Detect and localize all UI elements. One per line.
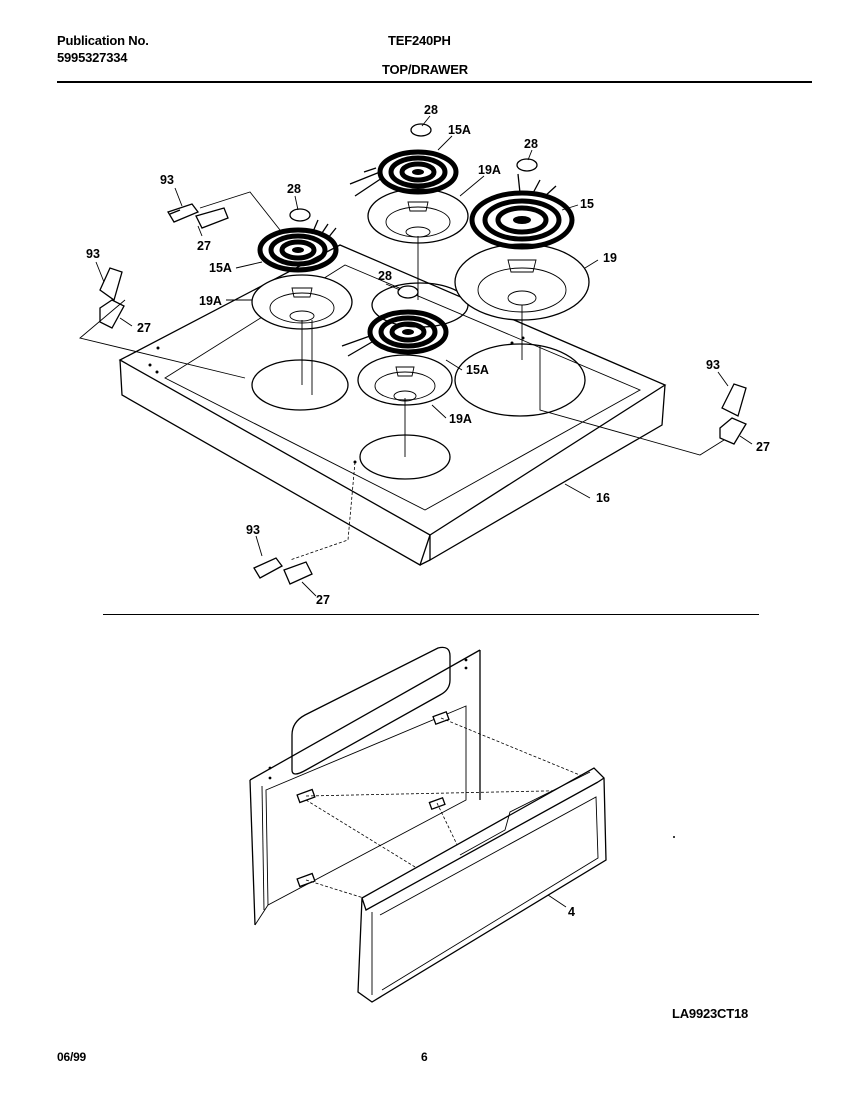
- label-15A-b: 15A: [209, 261, 232, 275]
- drawer-front: [357, 767, 607, 1003]
- page-number: 6: [421, 1050, 428, 1064]
- label-19A-a: 19A: [478, 163, 501, 177]
- label-19A-b: 19A: [199, 294, 222, 308]
- label-15: 15: [580, 197, 594, 211]
- surface-element-large: [469, 173, 575, 250]
- label-27-a: 27: [197, 239, 211, 253]
- label-16: 16: [596, 491, 610, 505]
- label-93-b: 93: [86, 247, 100, 261]
- drip-bowl-left: [251, 274, 353, 330]
- drawing-code: LA9923CT18: [672, 1006, 749, 1021]
- section-title: TOP/DRAWER: [382, 62, 468, 77]
- label-15A-c: 15A: [466, 363, 489, 377]
- wiring-lines: [79, 191, 725, 561]
- label-19A-c: 19A: [449, 412, 472, 426]
- label-27-b: 27: [137, 321, 151, 335]
- receptacle-left-side: [99, 267, 125, 329]
- label-27-c: 27: [756, 440, 770, 454]
- drip-bowl-front: [357, 354, 453, 406]
- top-part-labels: 28 15A 28 19A 15 93 28 27 15A 19 93 28 1…: [86, 103, 770, 607]
- receptacle-left-top: [167, 203, 229, 229]
- label-19: 19: [603, 251, 617, 265]
- leader-lines: [95, 115, 753, 597]
- receptacle-right: [719, 383, 747, 445]
- label-28-c: 28: [287, 182, 301, 196]
- drawer-dashed-guides: [305, 717, 593, 901]
- label-4: 4: [568, 905, 575, 919]
- label-93-c: 93: [706, 358, 720, 372]
- label-28-d: 28: [378, 269, 392, 283]
- model-number: TEF240PH: [388, 33, 451, 48]
- header-rule: [57, 81, 812, 83]
- label-93-a: 93: [160, 173, 174, 187]
- drip-bowl-rear: [367, 188, 469, 244]
- label-28-a: 28: [424, 103, 438, 117]
- surface-element-front: [341, 309, 449, 357]
- label-28-b: 28: [524, 137, 538, 151]
- footer-date: 06/99: [57, 1050, 87, 1064]
- label-15A-a: 15A: [448, 123, 471, 137]
- section-separator: [103, 614, 759, 615]
- label-27-d: 27: [316, 593, 330, 607]
- surface-element-left: [257, 219, 339, 273]
- label-93-d: 93: [246, 523, 260, 537]
- receptacle-bottom: [253, 557, 313, 585]
- publication-number: 5995327334: [57, 50, 128, 65]
- publication-label: Publication No.: [57, 33, 149, 48]
- surface-element-rear: [349, 149, 459, 197]
